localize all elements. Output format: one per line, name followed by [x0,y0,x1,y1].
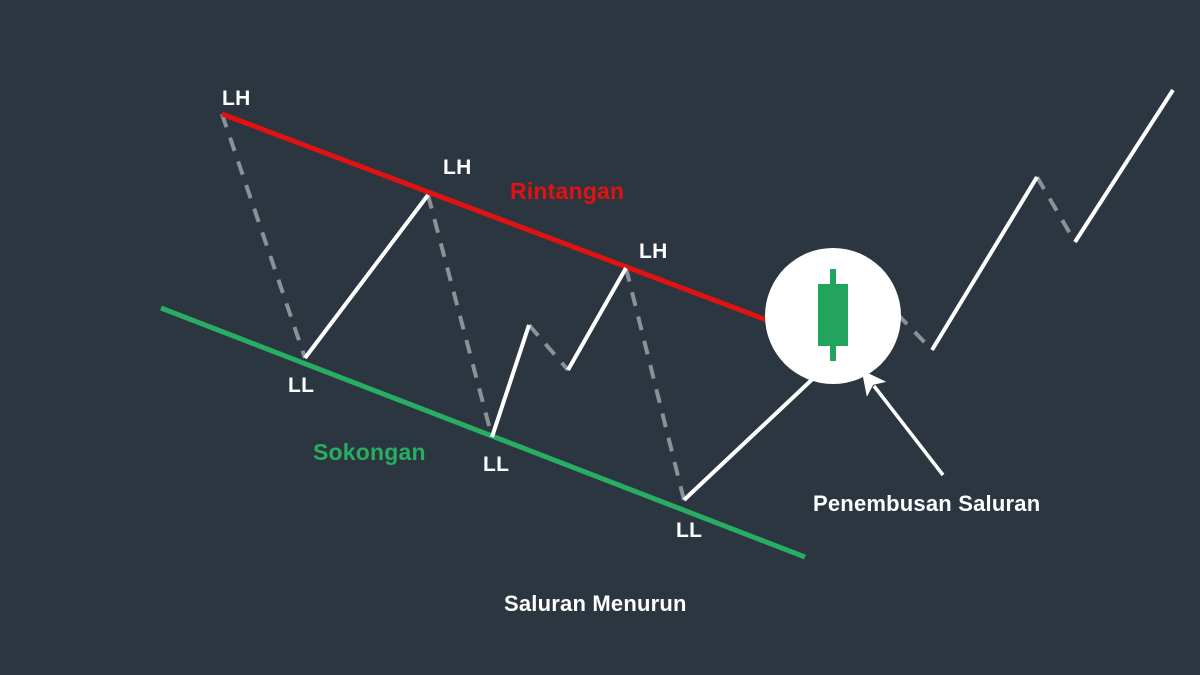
breakout-callout-label: Penembusan Saluran [813,491,1041,516]
price-segment-5 [930,175,1039,352]
projection-segment-6 [1035,175,1077,244]
swing-label-ll-2: LL [483,453,510,476]
price-segment-4 [682,370,822,502]
resistance-trendline-group [221,111,773,325]
projection-segment-2 [426,194,494,438]
price-segment-6 [1073,88,1175,244]
swing-label-lh-2: LH [443,156,472,179]
candlestick-body [818,284,848,346]
breakout-callout-group [765,248,945,477]
support-label: Sokongan [313,439,426,465]
price-segment-2 [490,324,531,438]
support-trendline-group [160,305,806,560]
breakout-pointer-arrow [861,369,945,477]
swing-label-lh-3: LH [639,240,668,263]
price-path-group [303,88,1175,502]
diagram-caption: Saluran Menurun [504,591,687,616]
swing-label-ll-1: LL [288,374,315,397]
resistance-label: Rintangan [510,178,625,204]
price-segment-1 [303,193,430,360]
support-trendline [160,305,806,560]
projection-segment-4 [624,267,686,501]
projection-segment-1 [220,113,307,359]
swing-label-lh-1: LH [222,87,251,110]
resistance-trendline [221,111,773,325]
swing-label-ll-3: LL [676,519,703,542]
price-segment-3 [566,267,628,371]
projection-segment-3 [527,323,570,372]
